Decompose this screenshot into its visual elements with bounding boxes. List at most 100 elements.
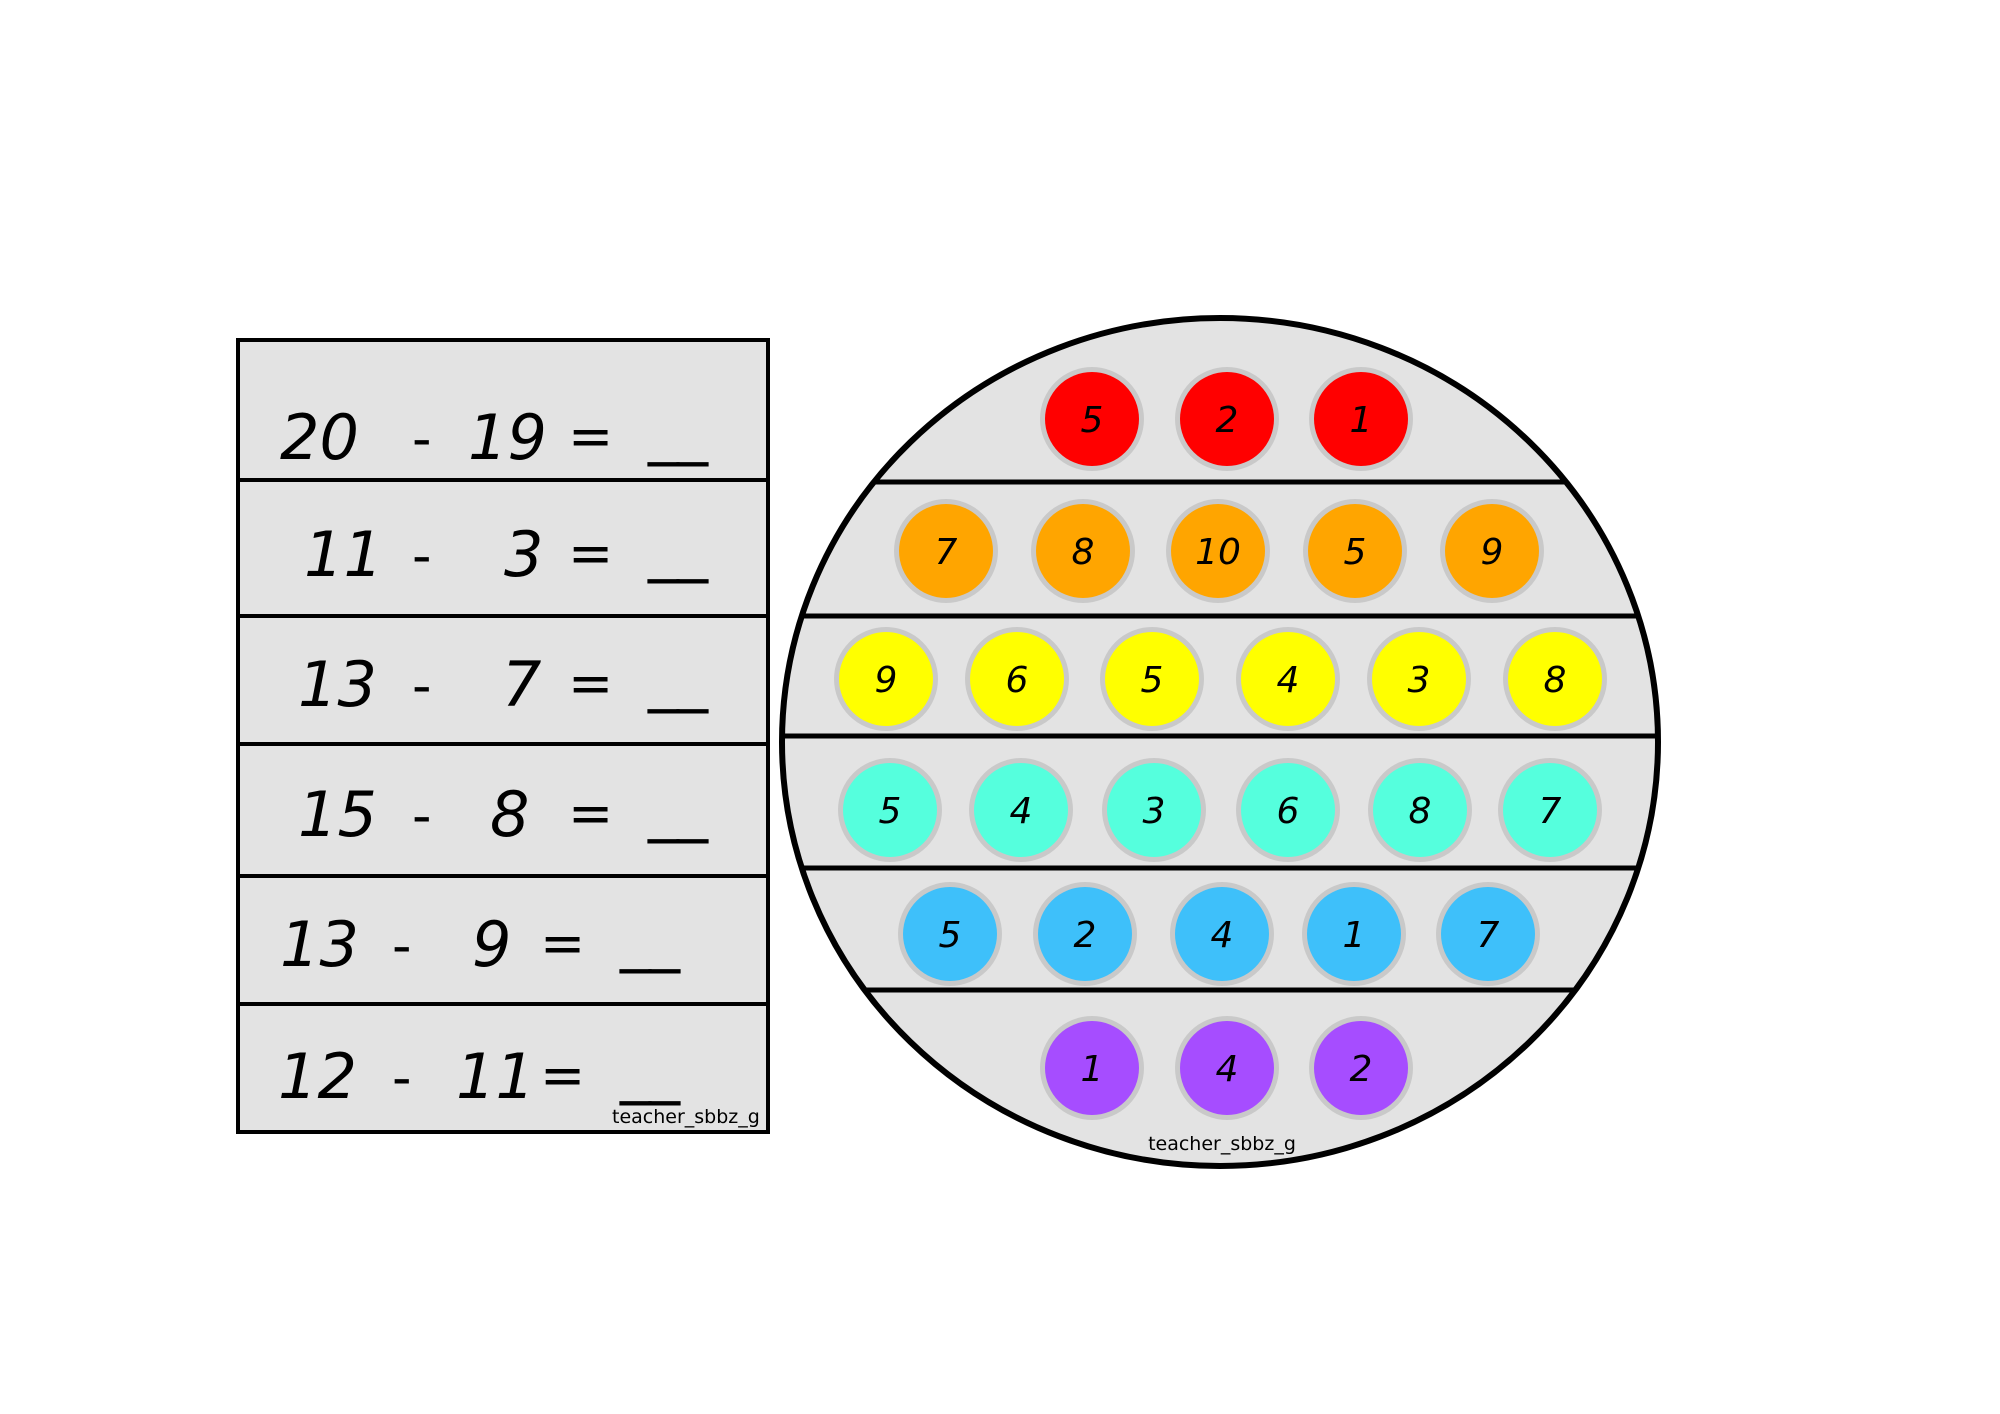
bubble-number: 7 <box>1477 915 1500 956</box>
pop-it-outline <box>779 315 1661 1169</box>
pop-bubble[interactable]: 7 <box>1498 758 1602 862</box>
bubble-number: 1 <box>1350 400 1373 441</box>
bubble-number: 9 <box>1481 532 1504 573</box>
pop-it-background <box>782 318 1658 1166</box>
minuend: 13 <box>298 648 377 721</box>
pop-bubble[interactable]: 4 <box>1175 1016 1279 1120</box>
pop-bubble[interactable]: 2 <box>1175 367 1279 471</box>
bubble-fill <box>1171 504 1265 598</box>
answer-blank[interactable]: __ <box>648 511 708 584</box>
pop-bubble[interactable]: 9 <box>834 627 938 731</box>
bubble-number: 8 <box>1544 660 1567 701</box>
bubble-fill <box>1045 1021 1139 1115</box>
minus-sign: - <box>412 784 432 847</box>
pop-bubble[interactable]: 5 <box>1100 627 1204 731</box>
bubble-number: 7 <box>935 532 958 573</box>
pop-bubble[interactable]: 4 <box>1170 882 1274 986</box>
minuend: 13 <box>280 908 359 981</box>
bubble-fill <box>1373 763 1467 857</box>
bubble-number: 5 <box>939 915 962 956</box>
equation-card: 20 - 19 = __ 11 - 3 = __ 13 - 7 = __ 15 … <box>236 338 770 1134</box>
bubble-fill <box>974 763 1068 857</box>
bubble-fill <box>1175 887 1269 981</box>
bubble-fill <box>1307 887 1401 981</box>
pop-bubble[interactable]: 8 <box>1031 499 1135 603</box>
bubble-number: 8 <box>1072 532 1095 573</box>
minus-sign: - <box>412 654 432 717</box>
bubble-number: 8 <box>1409 791 1432 832</box>
subtrahend: 9 <box>472 908 512 981</box>
minuend: 11 <box>304 518 383 591</box>
bubble-fill <box>1314 1021 1408 1115</box>
pop-bubble[interactable]: 4 <box>969 758 1073 862</box>
pop-bubble[interactable]: 1 <box>1309 367 1413 471</box>
bubble-number: 5 <box>1081 400 1104 441</box>
answer-blank[interactable]: __ <box>648 641 708 714</box>
pop-bubble[interactable]: 7 <box>894 499 998 603</box>
bubble-number: 6 <box>1006 660 1029 701</box>
pop-bubble[interactable]: 4 <box>1236 627 1340 731</box>
bubble-fill <box>1180 1021 1274 1115</box>
bubble-fill <box>1045 372 1139 466</box>
answer-blank[interactable]: __ <box>648 771 708 844</box>
pop-bubble[interactable]: 5 <box>898 882 1002 986</box>
pop-bubble[interactable]: 8 <box>1503 627 1607 731</box>
equation-row: 15 - 8 = __ <box>240 746 766 878</box>
bubble-number: 5 <box>879 791 902 832</box>
pop-bubble[interactable]: 9 <box>1440 499 1544 603</box>
bubble-fill <box>1241 632 1335 726</box>
subtrahend: 11 <box>456 1040 535 1113</box>
bubble-fill <box>1508 632 1602 726</box>
bubble-number: 1 <box>1343 915 1366 956</box>
pop-bubble[interactable]: 1 <box>1040 1016 1144 1120</box>
pop-bubble[interactable]: 7 <box>1436 882 1540 986</box>
equation-row: 20 - 19 = __ <box>240 342 766 482</box>
bubble-fill <box>1372 632 1466 726</box>
pop-bubble[interactable]: 10 <box>1166 499 1270 603</box>
bubble-fill <box>1503 763 1597 857</box>
bubble-number: 3 <box>1143 791 1166 832</box>
subtrahend: 8 <box>490 778 530 851</box>
bubble-number: 10 <box>1195 532 1241 573</box>
bubble-number: 4 <box>1216 1049 1239 1090</box>
bubble-number: 4 <box>1211 915 1234 956</box>
equation-row: 12 - 11 = __ <box>240 1006 766 1134</box>
pop-bubble[interactable]: 2 <box>1033 882 1137 986</box>
answer-blank[interactable]: __ <box>648 394 708 467</box>
bubble-fill <box>970 632 1064 726</box>
pop-bubble[interactable]: 6 <box>1236 758 1340 862</box>
minus-sign: - <box>412 407 432 470</box>
pop-bubble[interactable]: 5 <box>1303 499 1407 603</box>
equals-sign: = <box>568 522 614 585</box>
minus-sign: - <box>392 914 412 977</box>
equals-sign: = <box>540 1044 586 1107</box>
minus-sign: - <box>412 524 432 587</box>
pop-bubble[interactable]: 8 <box>1368 758 1472 862</box>
pop-bubble[interactable]: 6 <box>965 627 1069 731</box>
answer-blank[interactable]: __ <box>620 901 680 974</box>
subtrahend: 3 <box>504 518 544 591</box>
bubble-fill <box>1308 504 1402 598</box>
bubble-number: 3 <box>1408 660 1431 701</box>
pop-bubble[interactable]: 2 <box>1309 1016 1413 1120</box>
pop-it-credit: teacher_sbbz_g <box>1148 1133 1296 1155</box>
bubble-fill <box>1241 763 1335 857</box>
subtrahend: 7 <box>502 648 542 721</box>
pop-bubble[interactable]: 5 <box>1040 367 1144 471</box>
card-credit: teacher_sbbz_g <box>612 1106 760 1128</box>
minuend: 20 <box>280 401 359 474</box>
bubble-number: 2 <box>1350 1049 1373 1090</box>
bubble-number: 2 <box>1216 400 1239 441</box>
minus-sign: - <box>392 1046 412 1109</box>
pop-bubble[interactable]: 3 <box>1367 627 1471 731</box>
bubble-number: 4 <box>1010 791 1033 832</box>
bubble-fill <box>843 763 937 857</box>
pop-bubble[interactable]: 5 <box>838 758 942 862</box>
answer-blank[interactable]: __ <box>620 1033 680 1106</box>
equation-row: 11 - 3 = __ <box>240 482 766 618</box>
bubble-fill <box>1105 632 1199 726</box>
pop-bubble[interactable]: 1 <box>1302 882 1406 986</box>
pop-bubble[interactable]: 3 <box>1102 758 1206 862</box>
equals-sign: = <box>568 652 614 715</box>
